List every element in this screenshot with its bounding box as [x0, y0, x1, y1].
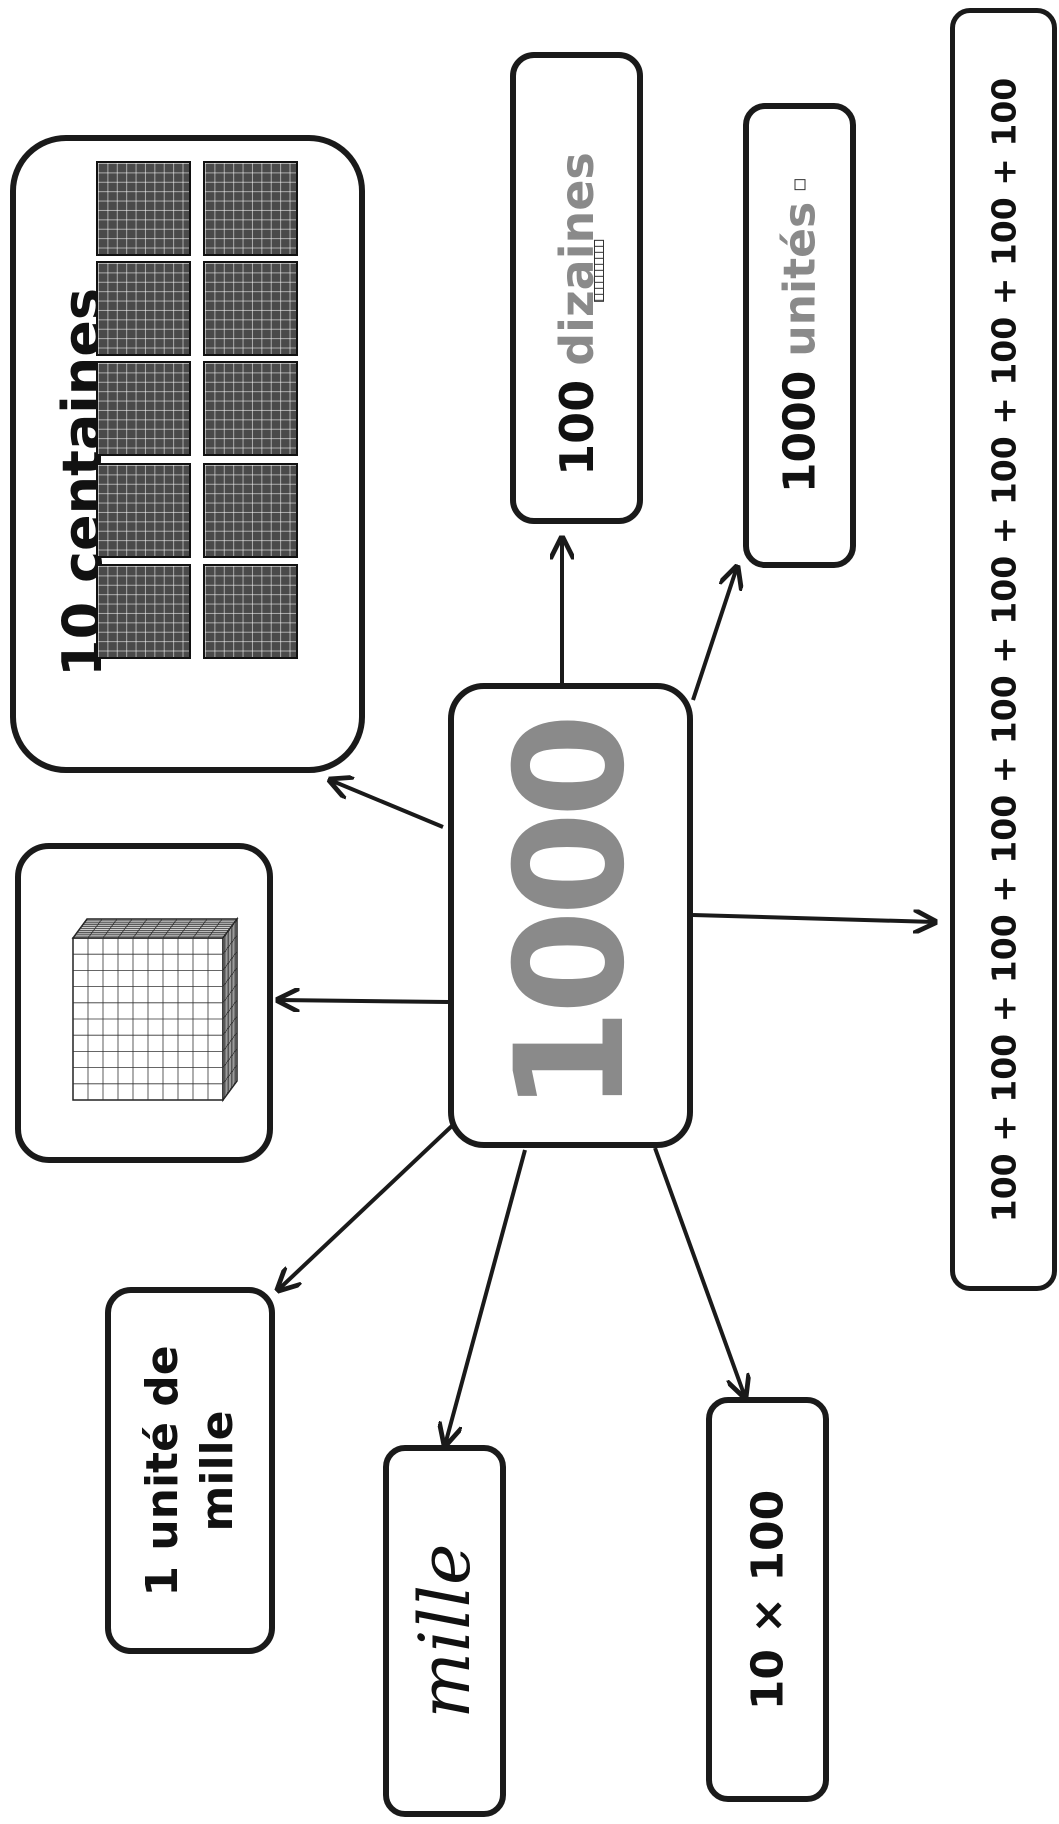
hundred-square-icon — [96, 261, 191, 356]
ten-rod-icon — [593, 240, 604, 303]
mille-word: mille — [403, 1543, 486, 1719]
hundred-square-icon — [203, 361, 298, 456]
hundred-square-icon — [203, 261, 298, 356]
hundred-square-icon — [203, 463, 298, 558]
unites-number: 1000 — [774, 370, 825, 493]
produit-box: 10 × 100 — [706, 1397, 829, 1802]
hundred-square-icon — [96, 564, 191, 659]
hundred-square-icon — [96, 463, 191, 558]
arrow-to-sum — [692, 915, 935, 922]
hundred-square-icon — [203, 161, 298, 256]
centaines-box: 10 centaines — [10, 135, 365, 773]
unites-label: 1000 unités — [774, 178, 825, 493]
center-box: 1000 — [448, 683, 693, 1148]
dizaines-number: 100 — [549, 379, 604, 476]
dizaines-box: 100 dizaines — [510, 52, 643, 524]
dizaines-label: 100 dizaines — [550, 90, 604, 476]
unite-de-mille-box: 1 unité de mille — [105, 1287, 275, 1654]
hundred-square-icon — [203, 564, 298, 659]
produit-text: 10 × 100 — [742, 1489, 793, 1710]
mille-box: mille — [383, 1445, 506, 1817]
unite-de-mille-label: 1 unité de mille — [135, 1345, 245, 1596]
arrow-to-mille — [445, 1149, 527, 1445]
unites-box: 1000 unités — [743, 103, 856, 568]
arrow-to-cube — [278, 1000, 449, 1002]
arrow-to-produit — [653, 1147, 745, 1397]
sum-box: 100 + 100 + 100 + 100 + 100 + 100 + 100 … — [950, 8, 1057, 1291]
hundred-square-icon — [96, 161, 191, 256]
unites-word: unités — [774, 201, 825, 357]
arrow-to-unite-de-mille — [278, 1121, 457, 1290]
hundred-square-icon — [96, 361, 191, 456]
sum-text: 100 + 100 + 100 + 100 + 100 + 100 + 100 … — [984, 77, 1023, 1222]
arrow-to-unites — [691, 567, 737, 701]
center-number: 1000 — [483, 718, 658, 1113]
thousand-cube-icon — [71, 916, 239, 1103]
unite-de-mille-line1: 1 unité de — [137, 1344, 188, 1597]
arrow-to-centaines — [330, 780, 444, 829]
unite-de-mille-line2: mille — [192, 1410, 243, 1531]
unit-cube-icon — [794, 178, 805, 190]
cube-box — [15, 843, 273, 1163]
